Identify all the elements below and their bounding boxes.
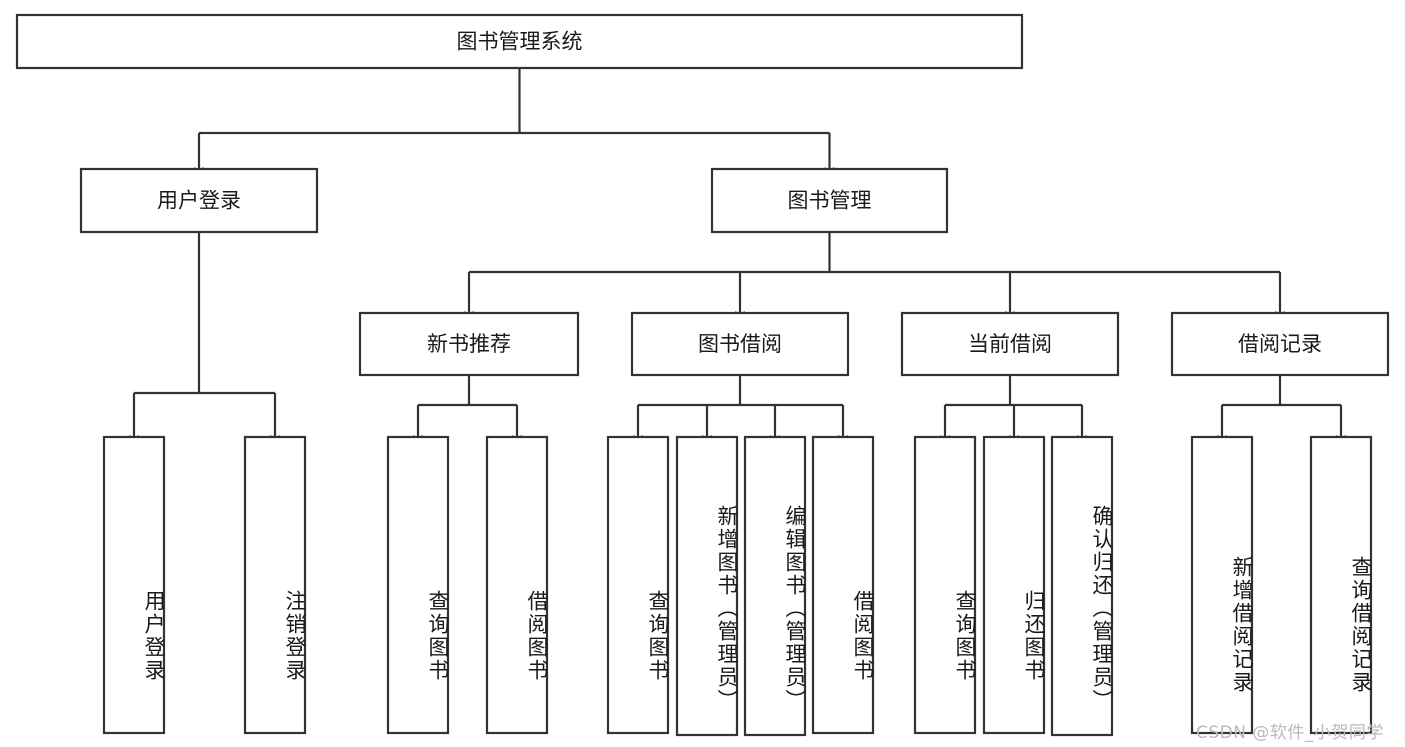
root-node-box[interactable] bbox=[15, 13, 1024, 70]
level3-node-box[interactable] bbox=[1170, 311, 1390, 377]
connector-layer bbox=[129, 68, 1346, 446]
leaf-node-box[interactable] bbox=[1190, 435, 1254, 735]
level3-node-box[interactable] bbox=[358, 311, 580, 377]
level3-node-label: 图书借阅 bbox=[698, 332, 782, 356]
leaf-node-box[interactable] bbox=[1050, 435, 1114, 737]
leaf-node-box[interactable] bbox=[1309, 435, 1373, 735]
level3-node-box[interactable] bbox=[630, 311, 850, 377]
level2-node-label: 图书管理 bbox=[788, 189, 872, 213]
level2-node-box[interactable] bbox=[710, 167, 949, 234]
leaf-node-box[interactable] bbox=[243, 435, 307, 735]
level3-node-box[interactable] bbox=[900, 311, 1120, 377]
leaf-node-box[interactable] bbox=[811, 435, 875, 735]
watermark-credit: CSDN @软件_小贺同学 bbox=[1196, 723, 1384, 743]
leaf-node-box[interactable] bbox=[675, 435, 739, 737]
level3-node-label: 新书推荐 bbox=[427, 332, 511, 356]
level2-node-label: 用户登录 bbox=[157, 189, 241, 213]
leaf-node-box[interactable] bbox=[386, 435, 450, 735]
root-node-label: 图书管理系统 bbox=[457, 30, 583, 54]
leaf-node-box[interactable] bbox=[606, 435, 670, 735]
leaf-node-box[interactable] bbox=[982, 435, 1046, 735]
level2-node-box[interactable] bbox=[79, 167, 319, 234]
leaf-node-box[interactable] bbox=[485, 435, 549, 735]
level3-node-label: 借阅记录 bbox=[1238, 332, 1322, 356]
leaf-node-box[interactable] bbox=[102, 435, 166, 735]
node-box-layer bbox=[15, 13, 1390, 737]
level3-node-label: 当前借阅 bbox=[968, 332, 1052, 356]
leaf-node-box[interactable] bbox=[743, 435, 807, 737]
leaf-node-box[interactable] bbox=[913, 435, 977, 735]
